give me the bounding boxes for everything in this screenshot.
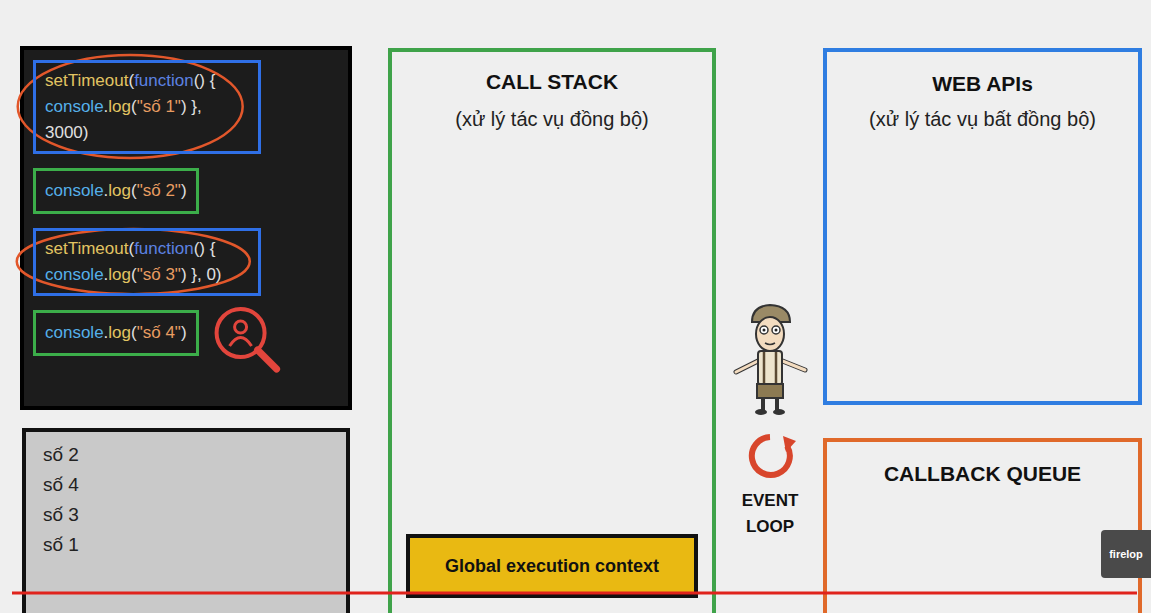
code-text: setTimeout(function() { console.log("số … <box>45 68 249 146</box>
callback-queue-box: CALLBACK QUEUE <box>823 438 1142 613</box>
code-token: () { <box>194 239 216 258</box>
sync-code-box: console.log("số 4") <box>33 310 199 356</box>
box-title: WEB APIs <box>837 70 1128 98</box>
code-token: ( <box>131 323 137 342</box>
box-subtitle: (xử lý tác vụ bất đồng bộ) <box>837 106 1128 132</box>
magnifier-handle <box>258 350 277 369</box>
code-token: ( <box>131 265 137 284</box>
eye <box>772 326 780 334</box>
code-token: ( <box>131 181 137 200</box>
shorts <box>757 384 783 398</box>
box-subtitle: (xử lý tác vụ đồng bộ) <box>402 106 702 132</box>
code-text: setTimeout(function() { console.log("số … <box>45 236 249 288</box>
code-token: function <box>134 239 194 258</box>
code-panel <box>22 48 350 408</box>
code-token: ) <box>181 181 187 200</box>
code-token: ( <box>128 239 134 258</box>
output-line: số 3 <box>43 500 329 530</box>
code-text: console.log("số 2") <box>45 178 187 204</box>
call-stack-box: CALL STACK (xử lý tác vụ đồng bộ) Global e… <box>388 48 716 613</box>
pupil <box>775 329 778 332</box>
code-token: log <box>108 265 131 284</box>
progress-line <box>12 592 1137 595</box>
web-apis-box: WEB APIs (xử lý tác vụ bất đồng bộ) <box>823 48 1142 405</box>
event-loop-label: EVENT LOOP <box>728 488 812 540</box>
leg <box>761 398 765 410</box>
arm-skin <box>780 360 805 370</box>
highlight-ellipse <box>18 55 243 158</box>
person-head <box>235 321 247 333</box>
code-token: "số 1" <box>137 97 181 116</box>
code-token: setTimeout <box>45 71 128 90</box>
person-body <box>230 338 252 347</box>
code-token: "số 3" <box>137 265 181 284</box>
magnifier-icon <box>217 309 277 369</box>
code-token: ( <box>131 97 137 116</box>
code-token: "số 2" <box>137 181 181 200</box>
code-token: console <box>45 323 104 342</box>
mouth <box>765 343 775 345</box>
code-token: log <box>108 181 131 200</box>
head <box>756 317 784 351</box>
cycle-arrow <box>752 436 796 475</box>
arrow-head <box>783 436 796 452</box>
code-text: console.log("số 4") <box>45 320 187 346</box>
suspender <box>775 352 778 385</box>
shoe <box>755 409 767 415</box>
watermark: firelop <box>1101 530 1151 578</box>
pupil <box>763 329 766 332</box>
code-token: ( <box>128 71 134 90</box>
code-token: . <box>104 97 109 116</box>
output-line: số 1 <box>43 530 329 560</box>
code-token: setTimeout <box>45 239 128 258</box>
arm <box>736 360 760 372</box>
context-label: Global execution context <box>445 554 659 578</box>
box-title: CALL STACK <box>402 68 702 96</box>
console-output: số 2số 4số 3số 1 <box>22 428 350 613</box>
output-line: số 2 <box>43 440 329 470</box>
code-token: . <box>104 181 109 200</box>
arm <box>780 360 805 370</box>
highlight-ellipse <box>17 229 250 294</box>
event-loop-character <box>736 305 805 415</box>
code-token: ) }, 0) <box>181 265 222 284</box>
code-token: . <box>104 323 109 342</box>
code-token: console <box>45 181 104 200</box>
code-token: "số 4" <box>137 323 181 342</box>
shoe <box>773 409 785 415</box>
shirt <box>758 351 782 385</box>
code-token: console <box>45 265 104 284</box>
cycle-arc <box>752 437 790 475</box>
box-title: CALLBACK QUEUE <box>837 460 1128 488</box>
code-token: log <box>108 97 131 116</box>
execution-context: Global execution context <box>406 534 698 598</box>
code-token: function <box>134 71 194 90</box>
eye <box>760 326 768 334</box>
suspender <box>763 352 766 385</box>
leg <box>775 398 779 410</box>
code-token: () { <box>194 71 216 90</box>
code-token: ) <box>181 323 187 342</box>
arm-skin <box>736 360 760 372</box>
output-line: số 4 <box>43 470 329 500</box>
async-code-box: setTimeout(function() { console.log("số … <box>33 228 261 296</box>
sync-code-box: console.log("số 2") <box>33 168 199 214</box>
async-code-box: setTimeout(function() { console.log("số … <box>33 60 261 154</box>
code-token: . <box>104 265 109 284</box>
code-token: log <box>108 323 131 342</box>
code-token: console <box>45 97 104 116</box>
magnifier-lens <box>217 309 265 357</box>
